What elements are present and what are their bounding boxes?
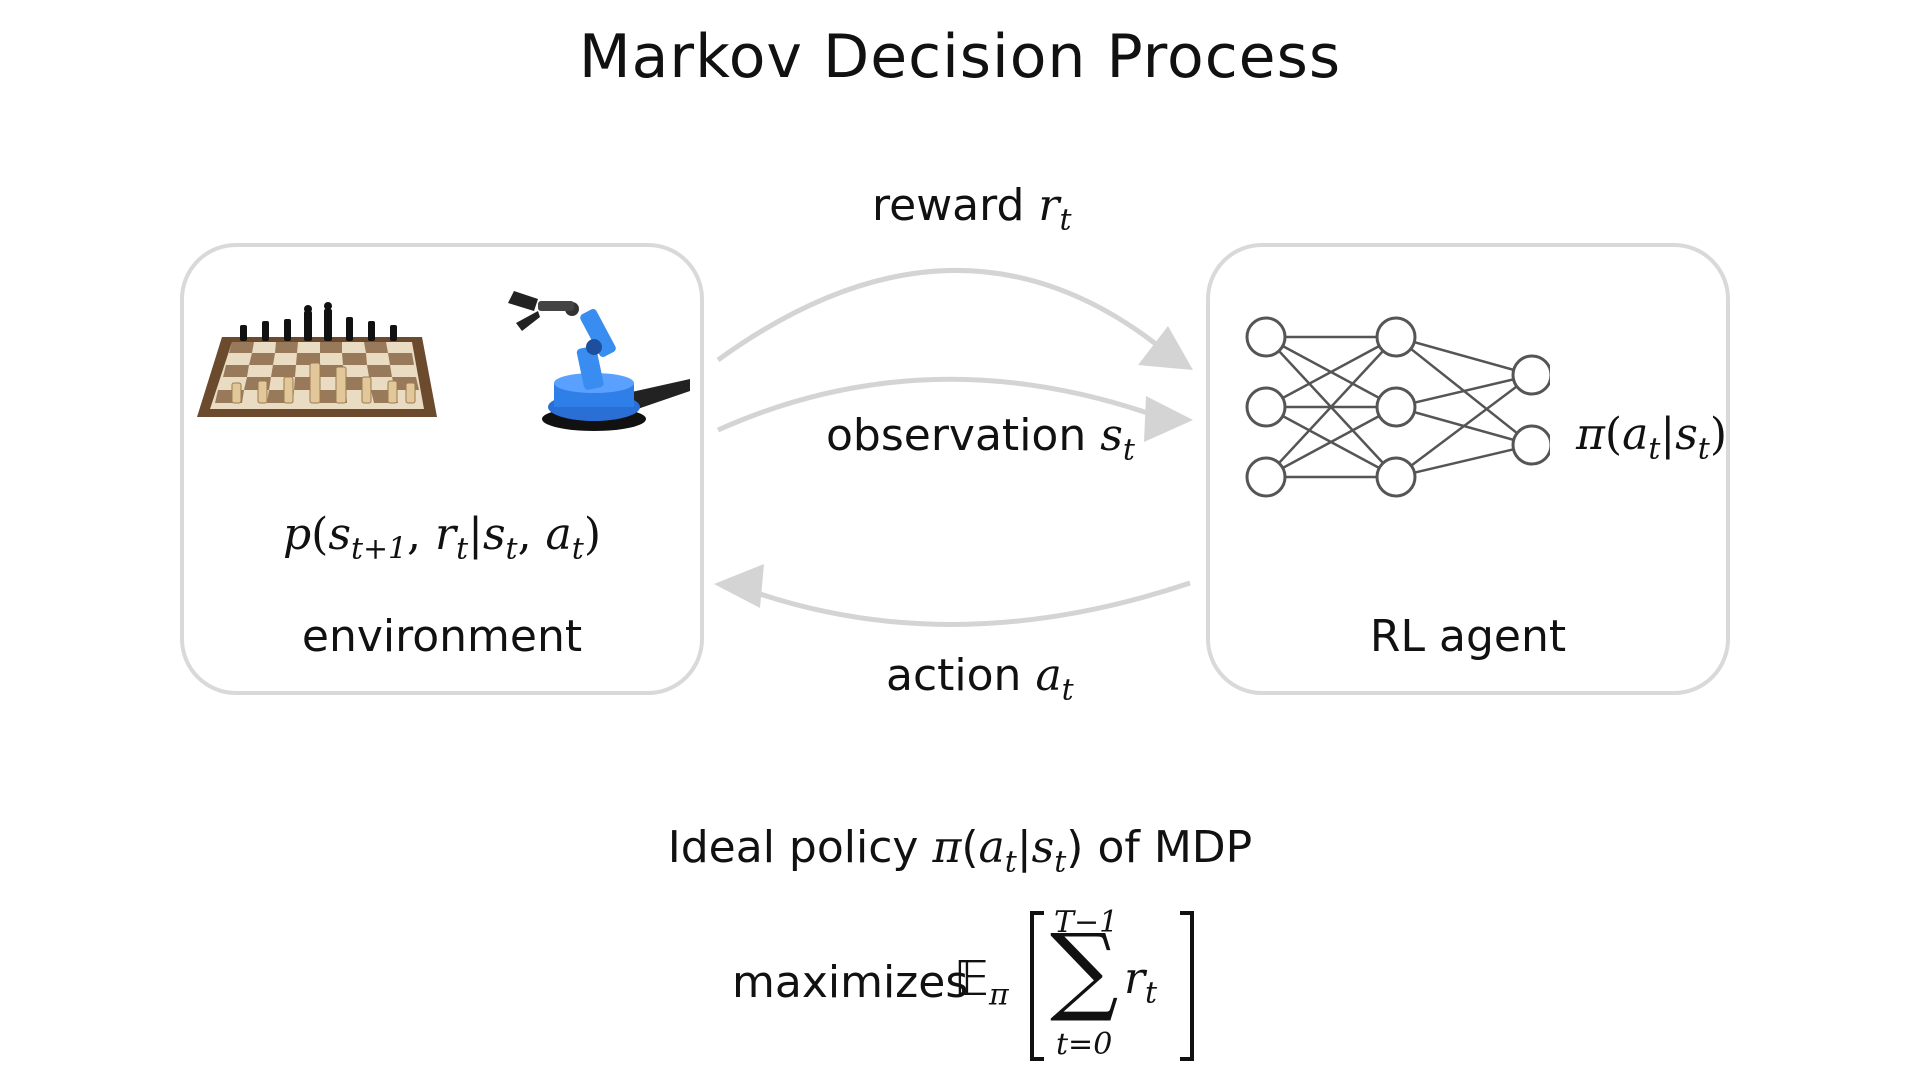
- objective-formula: maximizes 𝔼π T−1 ∑ t=0 rt: [732, 905, 1194, 1065]
- observation-arrowhead: [1144, 396, 1193, 442]
- ideal-policy-line: Ideal policy π(at|st) of MDP: [667, 822, 1253, 880]
- agent-box: π(at|st) RL agent: [1206, 243, 1730, 695]
- diagram-title: Markov Decision Process: [578, 22, 1342, 92]
- neural-network-icon: [1245, 316, 1550, 498]
- environment-box: p(st+1, rt|st, at) environment: [180, 243, 704, 695]
- sum-upper-limit: T−1: [1054, 905, 1119, 940]
- chessboard-icon: [197, 302, 437, 417]
- sum-lower-limit: t=0: [1056, 1027, 1113, 1062]
- brackets: [1030, 911, 1194, 1061]
- observation-arrow: [716, 376, 1163, 433]
- environment-label: environment: [301, 611, 583, 662]
- agent-policy: π(at|st): [1576, 409, 1727, 467]
- action-arrow: [759, 580, 1191, 627]
- sum-term: rt: [1124, 953, 1158, 1011]
- maximizes-text: maximizes: [732, 957, 969, 1008]
- sum-symbol: ∑: [1050, 913, 1119, 1025]
- robot-arm-icon: [508, 291, 690, 431]
- agent-label: RL agent: [1369, 611, 1567, 662]
- action-arrowhead: [714, 564, 764, 608]
- expectation-symbol: 𝔼π: [954, 951, 1009, 1013]
- reward-arrowhead: [1138, 326, 1193, 370]
- action-label: action at: [886, 650, 1074, 708]
- reward-arrow: [716, 267, 1168, 363]
- observation-label: observation st: [826, 410, 1135, 468]
- reward-label: reward rt: [872, 180, 1072, 238]
- environment-dynamics: p(st+1, rt|st, at): [283, 509, 601, 567]
